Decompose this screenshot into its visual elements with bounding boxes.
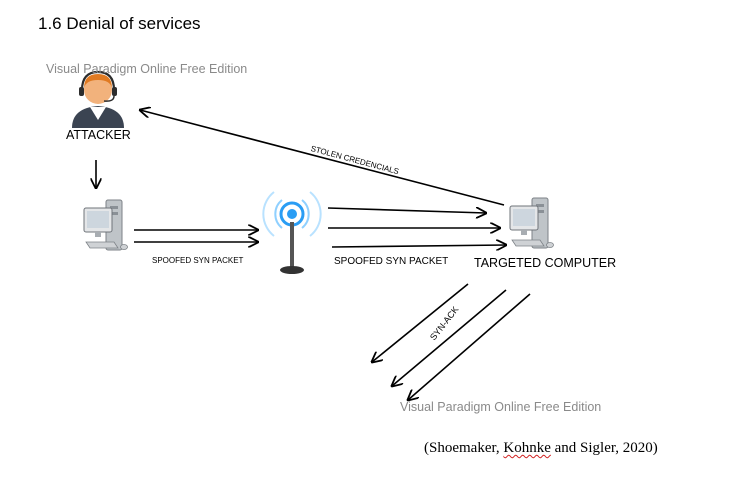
arrow-spoof-2c (331, 245, 506, 247)
spoofed-syn-label-2: SPOOFED SYN PACKET (334, 256, 449, 267)
watermark-bottom: Visual Paradigm Online Free Edition (400, 400, 602, 414)
citation-flagged-word: Kohnke (503, 440, 551, 456)
arrow-synack-2 (392, 289, 507, 386)
attacker-computer-icon (83, 199, 128, 251)
attacker-label: ATTACKER (66, 128, 131, 142)
page-heading: 1.6 Denial of services (38, 14, 201, 33)
wifi-router-icon (262, 191, 322, 274)
arrows (96, 110, 531, 400)
attacker-avatar-icon (72, 70, 124, 128)
citation-before: (Shoemaker, (424, 440, 504, 456)
targeted-computer-label: TARGETED COMPUTER (474, 256, 617, 270)
citation: (Shoemaker, Kohnke and Sigler, 2020) (424, 440, 658, 457)
arrow-synack-3 (408, 293, 531, 400)
arrow-stolen-credentials (140, 110, 505, 206)
watermark-top: Visual Paradigm Online Free Edition (46, 62, 248, 76)
spoofed-syn-label-1: SPOOFED SYN PACKET (152, 256, 244, 265)
targeted-computer-icon (509, 197, 554, 249)
citation-after: and Sigler, 2020) (550, 440, 658, 456)
arrow-spoof-2a (327, 208, 486, 213)
arrow-synack-1 (372, 283, 469, 362)
